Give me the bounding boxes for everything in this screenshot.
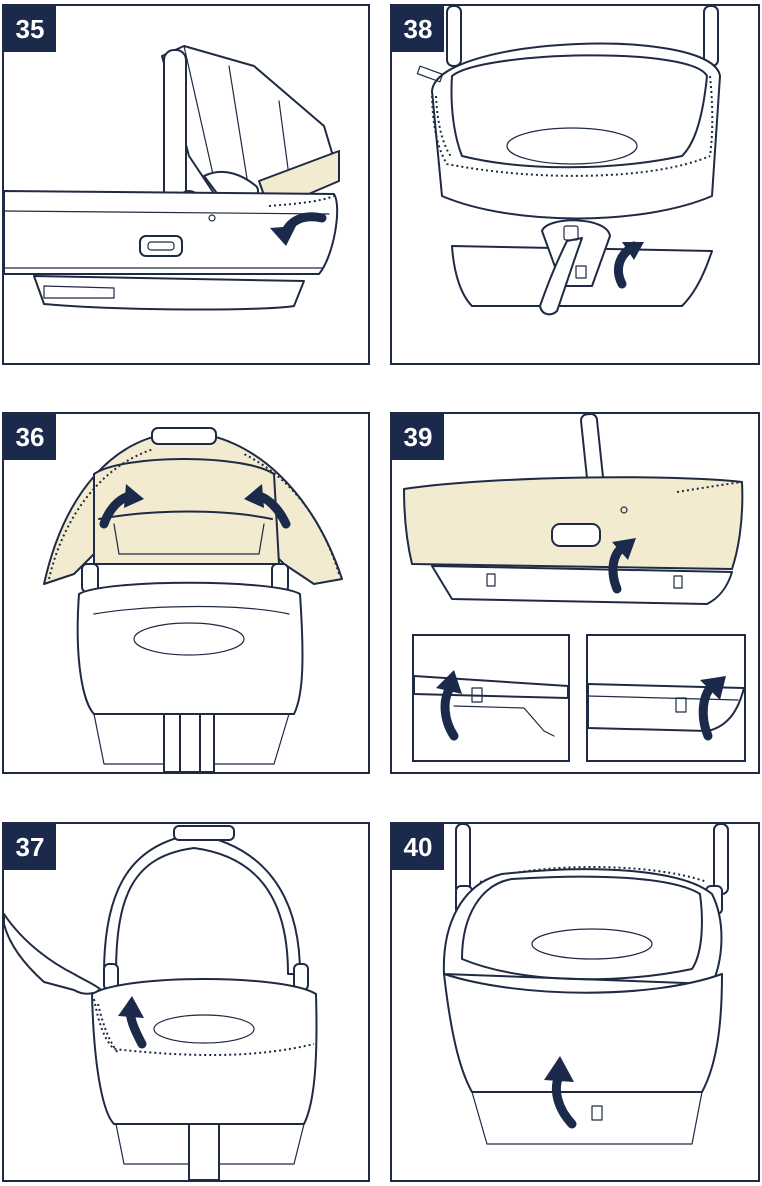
step-39-panel: 39 — [390, 412, 760, 774]
step-37-panel: 37 — [2, 822, 370, 1182]
step-36-panel: 36 — [2, 412, 370, 774]
strap-detail-right-illustration — [588, 636, 744, 760]
step-number-badge: 39 — [392, 414, 444, 460]
step-number-badge: 38 — [392, 6, 444, 52]
step-40-panel: 40 — [390, 822, 760, 1182]
detail-inset-left — [412, 634, 570, 762]
step-number-badge: 36 — [4, 414, 56, 460]
step-number-badge: 37 — [4, 824, 56, 870]
detail-inset-right — [586, 634, 746, 762]
step-35-panel: 35 — [2, 4, 370, 365]
step-38-panel: 38 — [390, 4, 760, 365]
strap-detail-left-illustration — [414, 636, 568, 760]
bassinet-lift-edge-illustration — [392, 824, 758, 1180]
step-number-badge: 35 — [4, 6, 56, 52]
bassinet-strap-release-illustration — [392, 6, 758, 363]
bassinet-hood-removal-illustration — [4, 414, 368, 772]
bassinet-fold-hood-illustration — [4, 6, 368, 363]
bassinet-unzip-edge-illustration — [4, 824, 368, 1180]
step-number-badge: 40 — [392, 824, 444, 870]
